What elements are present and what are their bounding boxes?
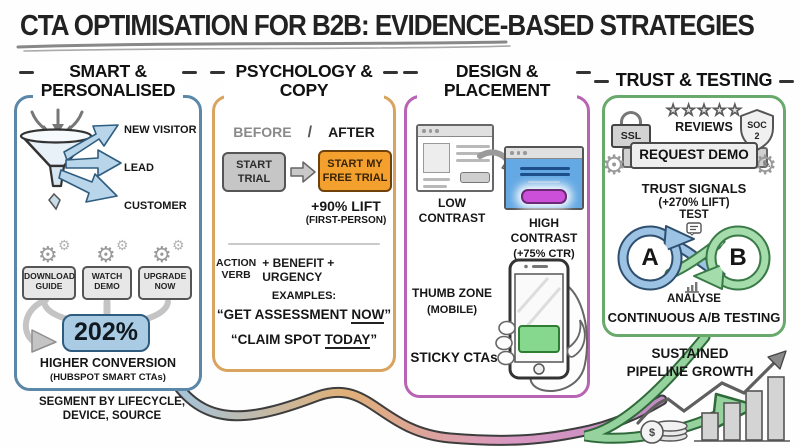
panel-divider	[228, 243, 380, 245]
test-label: TEST	[679, 209, 709, 221]
pen-icon: ✎	[762, 159, 772, 171]
star-rating-icon: ★★★★★	[666, 102, 744, 120]
growth-chart-icon: $	[636, 350, 790, 444]
panel-psychology-copy	[212, 95, 396, 372]
funnel-target-new-visitor: NEW VISITOR	[124, 124, 197, 136]
slash-divider: /	[307, 124, 313, 141]
before-label: BEFORE	[233, 124, 292, 140]
high-contrast-window	[504, 146, 584, 210]
gear-icon: ⚙	[38, 242, 58, 267]
funnel-target-customer: CUSTOMER	[124, 200, 187, 212]
curved-arrow-to-stat	[23, 297, 57, 353]
continuous-ab-label: CONTINUOUS A/B TESTING	[607, 310, 781, 325]
lift-stat: +90% LIFT	[311, 198, 381, 214]
cta-chip-watch-demo: WATCH DEMO	[82, 266, 132, 300]
window-titlebar	[506, 148, 582, 159]
low-contrast-cta	[460, 172, 490, 183]
formula-rest: + BENEFIT + URGENCY	[262, 256, 335, 284]
high-contrast-label: HIGH CONTRAST (+75% CTR)	[510, 216, 578, 260]
formula-stack: ACTION VERB	[216, 257, 257, 281]
panel-smart-title: SMART & PERSONALISED	[19, 62, 197, 100]
copy-formula: ACTION VERB + BENEFIT + URGENCY	[216, 256, 392, 284]
svg-text:2: 2	[754, 131, 759, 141]
cta-chip-download-guide: DOWNLOAD GUIDE	[22, 266, 76, 300]
request-demo-button: REQUEST DEMO	[630, 142, 758, 169]
gear-icon: ⚙	[58, 237, 71, 253]
svg-text:SOC: SOC	[747, 120, 767, 130]
sticky-ctas-label: STICKY CTAs	[410, 350, 498, 365]
right-arrow-icon	[290, 161, 316, 183]
gear-icon: ⚙	[116, 237, 129, 253]
test-note-icon	[686, 222, 702, 236]
page-title: CTA OPTIMISATION FOR B2B: EVIDENCE-BASED…	[20, 8, 755, 42]
funnel-target-lead: LEAD	[124, 162, 154, 174]
before-after-row: BEFORE / AFTER	[212, 124, 396, 142]
panel-trust-title: TRUST & TESTING	[594, 70, 794, 91]
stat-source: (HUBSPOT SMART CTAs)	[50, 372, 166, 383]
trust-signals-label: TRUST SIGNALS	[641, 181, 747, 196]
lock-icon	[620, 111, 642, 128]
analyse-label: ANALYSE	[667, 293, 721, 305]
ab-loop-icon	[617, 225, 771, 291]
thumb-zone-label: THUMB ZONE (MOBILE)	[412, 286, 492, 316]
cta-chip-upgrade-now: UPGRADE NOW	[138, 266, 192, 300]
segment-footnote: SEGMENT BY LIFECYCLE, DEVICE, SOURCE	[38, 396, 186, 423]
pipeline-growth-label: SUSTAINED PIPELINE GROWTH	[626, 346, 754, 379]
variant-a-label: A	[641, 244, 659, 271]
thumbs-up-gear-icon: ⚙	[602, 150, 627, 180]
start-trial-button: START TRIAL	[222, 152, 286, 192]
gear-icon: ⚙	[172, 237, 185, 253]
after-label: AFTER	[328, 124, 375, 140]
gear-icon: ⚙	[96, 242, 116, 267]
example-2: “CLAIM SPOT TODAY”	[230, 332, 378, 349]
funnel-icon	[19, 108, 122, 211]
start-my-free-trial-button: START MY FREE TRIAL	[318, 150, 392, 192]
window-titlebar	[418, 126, 492, 137]
analyse-chart-icon	[685, 282, 699, 293]
stat-label: HIGHER CONVERSION	[39, 356, 177, 370]
trust-signals-lift: (+270% LIFT)	[658, 197, 730, 209]
panel-design-title: DESIGN & PLACEMENT	[403, 62, 591, 100]
high-contrast-cta	[521, 189, 567, 204]
gear-icon: ⚙	[152, 242, 172, 267]
phone-in-hand-icon	[495, 258, 589, 392]
title-underline	[16, 40, 511, 52]
panel-psychology-title: PSYCHOLOGY & COPY	[210, 62, 398, 100]
dollar-coin-icon: $	[649, 427, 655, 439]
high-contrast-page	[506, 159, 582, 208]
lift-note: (FIRST-PERSON)	[305, 215, 387, 226]
reviews-label: REVIEWS	[675, 120, 733, 134]
low-contrast-label: LOW CONTRAST	[418, 196, 486, 225]
example-1: “GET ASSESSMENT NOW”	[216, 307, 392, 324]
stat-badge: 202%	[62, 314, 150, 352]
wireframe-hero	[423, 143, 450, 173]
variant-b-label: B	[729, 244, 747, 271]
examples-label: EXAMPLES:	[271, 290, 337, 302]
